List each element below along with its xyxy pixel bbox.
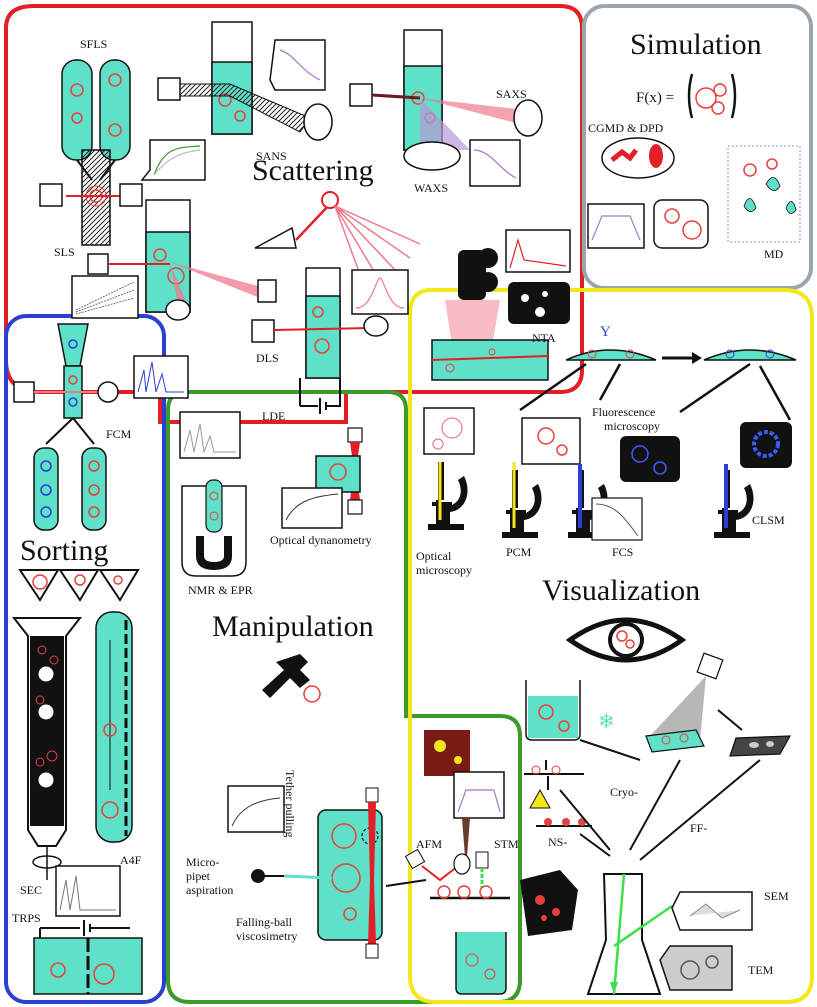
optical-label-2: microscopy [416, 563, 472, 577]
pcm-label: PCM [506, 545, 532, 559]
ns-label: NS- [548, 835, 567, 849]
stm-label: STM [494, 837, 519, 851]
nta-label: NTA [532, 331, 556, 345]
lde-label: LDE [262, 409, 285, 423]
sec-label: SEC [20, 883, 42, 897]
afm-label: AFM [416, 837, 442, 851]
optical-label-1: Optical [416, 549, 452, 563]
fallingball-label-1: Falling-ball [236, 915, 293, 929]
saxs-waxs-setup: SAXS WAXS [349, 29, 543, 195]
clsm: CLSM [714, 422, 792, 538]
dls-setup: DLS [251, 267, 409, 379]
sec-column: SEC [11, 617, 83, 897]
fluorescence-label-2: microscopy [604, 419, 660, 433]
saxs-label: SAXS [496, 87, 527, 101]
micropipet-label-1: Micro- [186, 855, 219, 869]
magnet-icon [196, 536, 232, 570]
nmr-label: NMR & EPR [188, 583, 253, 597]
dls-label: DLS [256, 351, 279, 365]
sls-setup: SLS [54, 199, 277, 321]
eye-icon [565, 617, 687, 663]
a4f-label: A4F [120, 853, 142, 867]
cryo-label: Cryo- [610, 785, 638, 799]
ff-label: FF- [690, 821, 707, 835]
sans-setup: SANS [157, 21, 333, 163]
micropipet-label-2: pipet [186, 869, 211, 883]
optical-dynanometry-label: Optical dynanometry [270, 533, 372, 547]
sls-label: SLS [54, 245, 75, 259]
fcs-label: FCS [612, 545, 633, 559]
sans-label: SANS [256, 149, 287, 163]
sorting-title: Sorting [20, 534, 108, 567]
sieve-filters [18, 569, 140, 602]
scattering-border [3, 3, 584, 424]
visualization-border [408, 288, 814, 1004]
pcm: PCM [502, 417, 581, 559]
simulation-title: Simulation [630, 28, 762, 61]
tem-label: TEM [748, 963, 774, 977]
lde-setup: LDE [262, 378, 341, 423]
micropipet-setup: Tether pulling Micro- pipet aspiration F… [186, 770, 383, 959]
afm-stm-setup: AFM STM [385, 730, 519, 995]
trps-setup: TRPS [12, 865, 143, 995]
sfls-label: SFLS [80, 37, 107, 51]
stm-image [520, 870, 578, 936]
micropipet-label-3: aspiration [186, 883, 233, 897]
light-path: Y Fluorescence microscopy [519, 324, 797, 433]
fcm-setup: FCM [13, 323, 189, 531]
visualization-title: Visualization [542, 574, 700, 607]
simulation-content: F(x) = CGMD & DPD MD [587, 73, 801, 261]
electron-microscope: SEM TEM [586, 873, 789, 995]
manipulation-border [166, 390, 522, 1004]
gamma-label: Y [600, 324, 611, 340]
snowflake-icon: ❄ [598, 709, 615, 733]
optical-microscopy: Optical microscopy [416, 407, 475, 577]
radiation-icon [37, 665, 55, 683]
fcm-label: FCM [106, 427, 132, 441]
fallingball-label-2: viscosimetry [236, 929, 297, 943]
fx-label: F(x) = [636, 90, 674, 106]
sem-label: SEM [764, 889, 789, 903]
fcs: FCS [568, 436, 680, 559]
md-label: MD [764, 247, 784, 261]
a4f-channel: A4F [95, 611, 142, 867]
tether-label: Tether pulling [283, 770, 297, 837]
waxs-label: WAXS [414, 181, 448, 195]
cgmd-label: CGMD & DPD [588, 121, 664, 135]
fluorescence-label-1: Fluorescence [592, 405, 655, 419]
trps-label: TRPS [12, 911, 41, 925]
optical-dynamometry: Optical dynanometry [270, 427, 372, 547]
scattering-title: Scattering [252, 154, 374, 187]
clsm-label: CLSM [752, 513, 785, 527]
em-prep: ❄ Cryo- FF- NS- [524, 652, 792, 861]
nmr-setup: NMR & EPR [179, 411, 253, 597]
manipulation-title: Manipulation [212, 610, 374, 643]
microscope-icon [428, 462, 468, 530]
nta-setup: NTA [431, 229, 571, 381]
scattering-symbol [254, 191, 421, 281]
sfls-setup: SFLS [39, 37, 206, 246]
hammer-icon [262, 654, 321, 703]
